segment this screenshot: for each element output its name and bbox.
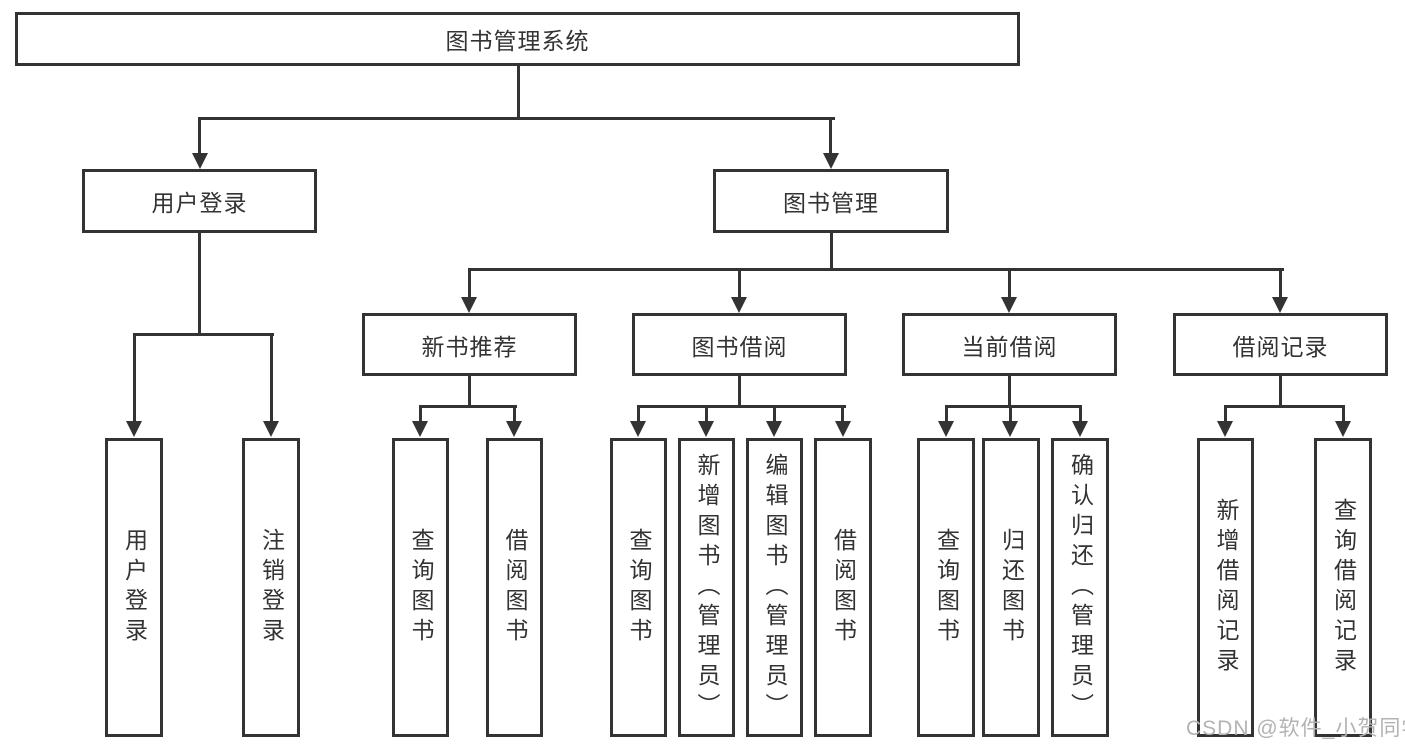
connector-line — [705, 405, 708, 421]
connector-line — [133, 333, 274, 336]
arrow-down-icon — [506, 421, 522, 437]
leaf-label: 新增借阅记录 — [1213, 497, 1239, 678]
connector-line — [513, 405, 516, 421]
arrow-down-icon — [192, 153, 208, 169]
leaf-edit-books-admin: 编辑图书（管理员） — [746, 438, 803, 737]
connector-line — [773, 405, 776, 421]
arrow-down-icon — [1001, 297, 1017, 313]
leaf-query-borrow-record: 查询借阅记录 — [1314, 438, 1372, 737]
leaf-label: 编辑图书（管理员） — [762, 452, 788, 723]
node-label: 用户登录 — [151, 190, 248, 216]
leaf-label: 查询图书 — [626, 527, 652, 648]
node-new-book-recommend: 新书推荐 — [362, 313, 577, 376]
leaf-borrow-books: 借阅图书 — [814, 438, 872, 737]
connector-line — [841, 405, 844, 421]
connector-line — [830, 233, 833, 270]
leaf-label: 查询图书 — [933, 527, 960, 648]
node-current-borrowing: 当前借阅 — [902, 313, 1117, 376]
node-label: 新书推荐 — [421, 333, 518, 360]
connector-line — [468, 268, 471, 297]
connector-line — [945, 405, 1082, 408]
connector-line — [198, 117, 201, 155]
node-label: 图书管理 — [783, 190, 879, 216]
connector-line — [637, 405, 640, 421]
connector-line — [468, 268, 1284, 271]
arrow-down-icon — [938, 421, 954, 437]
arrow-down-icon — [835, 421, 851, 437]
csdn-watermark: CSDN @软件_小贺同学 — [1186, 717, 1405, 740]
arrow-down-icon — [126, 421, 142, 437]
arrow-down-icon — [1072, 421, 1088, 437]
leaf-query-books-current: 查询图书 — [917, 438, 975, 737]
arrow-down-icon — [1217, 421, 1233, 437]
arrow-down-icon — [823, 153, 839, 169]
connector-line — [270, 333, 273, 421]
connector-line — [198, 117, 835, 120]
node-label: 当前借阅 — [961, 333, 1058, 360]
arrow-down-icon — [1335, 421, 1351, 437]
leaf-query-books-borrowing: 查询图书 — [610, 438, 667, 737]
node-book-borrowing: 图书借阅 — [632, 313, 847, 376]
arrow-down-icon — [766, 421, 782, 437]
arrow-down-icon — [630, 421, 646, 437]
leaf-label: 归还图书 — [998, 527, 1025, 648]
leaf-label: 查询图书 — [408, 527, 434, 648]
leaf-label: 新增图书（管理员） — [694, 452, 720, 723]
node-label: 图书借阅 — [691, 333, 788, 360]
arrow-down-icon — [698, 421, 714, 437]
connector-line — [945, 405, 948, 421]
connector-line — [419, 405, 517, 408]
connector-line — [738, 376, 741, 407]
leaf-label: 借阅图书 — [502, 527, 528, 648]
connector-line — [1224, 405, 1345, 408]
arrow-down-icon — [263, 421, 279, 437]
connector-line — [1008, 268, 1011, 297]
arrow-down-icon — [1002, 421, 1018, 437]
leaf-add-borrow-record: 新增借阅记录 — [1197, 438, 1254, 737]
arrow-down-icon — [461, 297, 477, 313]
node-label: 图书管理系统 — [445, 28, 590, 54]
connector-line — [738, 268, 741, 297]
leaf-return-books: 归还图书 — [982, 438, 1040, 737]
node-user-login: 用户登录 — [82, 169, 317, 233]
arrow-down-icon — [731, 297, 747, 313]
leaf-user-login: 用户登录 — [105, 438, 163, 737]
connector-line — [133, 333, 136, 421]
leaf-borrow-books-recommend: 借阅图书 — [486, 438, 543, 737]
leaf-label: 用户登录 — [121, 527, 148, 648]
connector-line — [1224, 405, 1227, 421]
leaf-confirm-return-admin: 确认归还（管理员） — [1051, 438, 1109, 737]
node-book-management: 图书管理 — [713, 169, 949, 233]
leaf-label: 借阅图书 — [830, 527, 857, 648]
node-library-management-system: 图书管理系统 — [15, 12, 1020, 66]
connector-line — [1279, 376, 1282, 407]
connector-line — [1008, 376, 1011, 407]
leaf-add-books-admin: 新增图书（管理员） — [678, 438, 735, 737]
arrow-down-icon — [1272, 297, 1288, 313]
leaf-query-books-recommend: 查询图书 — [392, 438, 449, 737]
connector-line — [1342, 405, 1345, 421]
node-borrowing-records: 借阅记录 — [1173, 313, 1388, 376]
connector-line — [829, 117, 832, 155]
connector-line — [198, 233, 201, 335]
leaf-logout: 注销登录 — [242, 438, 300, 737]
connector-line — [517, 66, 520, 119]
connector-line — [1079, 405, 1082, 421]
connector-line — [1279, 268, 1282, 297]
leaf-label: 查询借阅记录 — [1330, 497, 1357, 678]
connector-line — [637, 405, 846, 408]
leaf-label: 确认归还（管理员） — [1067, 452, 1094, 723]
connector-line — [1009, 405, 1012, 421]
connector-line — [419, 405, 422, 421]
node-label: 借阅记录 — [1232, 333, 1329, 360]
leaf-label: 注销登录 — [258, 527, 285, 648]
connector-line — [468, 376, 471, 407]
arrow-down-icon — [412, 421, 428, 437]
